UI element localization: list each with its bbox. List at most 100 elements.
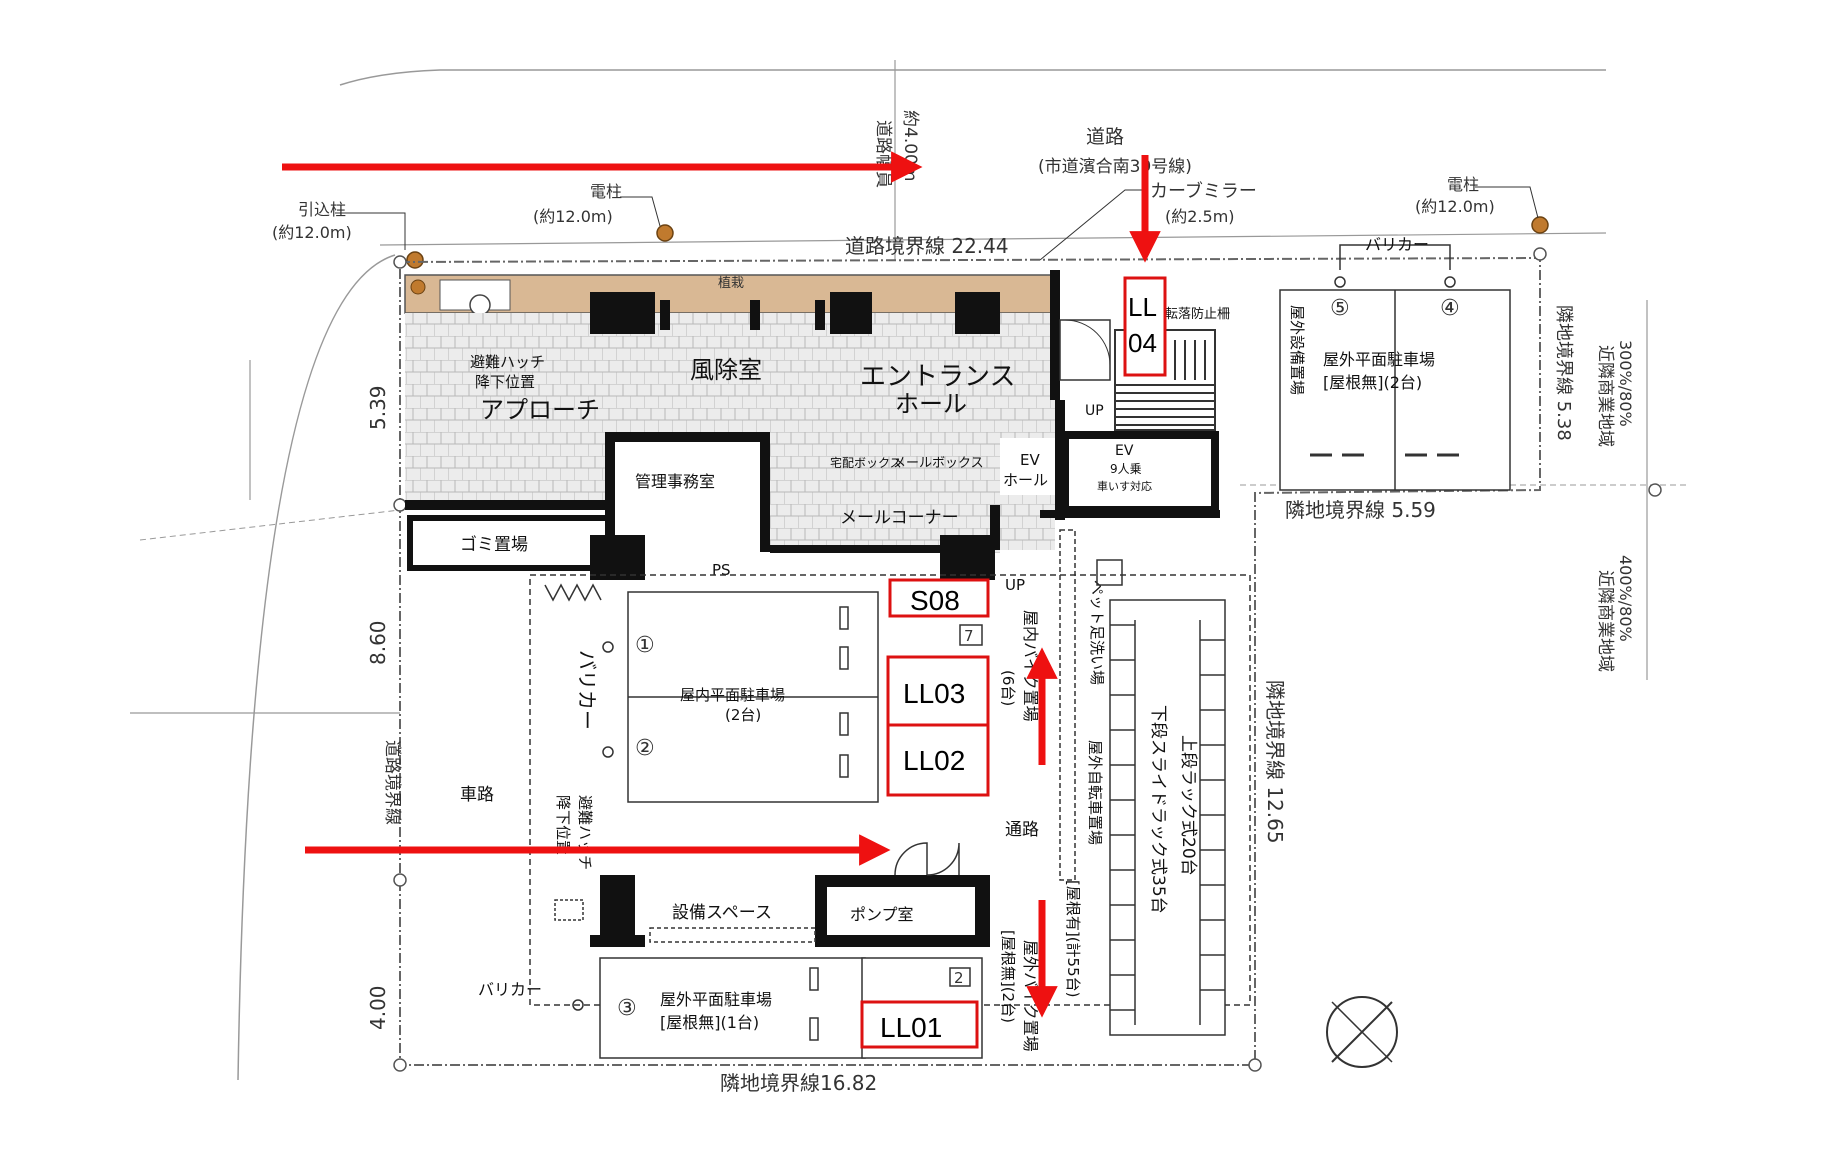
indoor-bike-count: (6台) — [999, 670, 1017, 706]
mirror-height: (約2.5m) — [1165, 207, 1235, 226]
outdoor-facilities-label: 屋外設備置場 — [1288, 305, 1306, 395]
outdoor-parking-top-label: 屋外平面駐車場 — [1323, 350, 1435, 369]
bollard-label-bottom: バリカー — [478, 980, 542, 999]
marker-ll02-box — [886, 723, 990, 797]
outdoor-parking-top-label-2: [屋根無](2台) — [1323, 373, 1422, 392]
spot-number-4: ④ — [1440, 296, 1460, 321]
ev-label: EV — [1115, 443, 1134, 459]
left-dim-top: 5.39 — [366, 385, 390, 430]
marker-ll01-box — [860, 1000, 979, 1049]
road-width-label: 道路幅員 — [873, 120, 893, 188]
spot-number-1: ① — [635, 633, 655, 658]
ev-label-2: 9人乗 — [1110, 462, 1142, 476]
marker-labels: LL 04 S08 LL03 LL02 LL01 — [880, 292, 1157, 1043]
pole-mid-icon — [656, 224, 674, 242]
step-boundary-label: 隣地境界線 5.59 — [1285, 498, 1436, 522]
small-number-2: 2 — [954, 969, 964, 987]
equipment-label: 設備スペース — [672, 903, 772, 923]
left-boundary-label: 道路境界線 — [382, 740, 402, 825]
indoor-bike-label: 屋内バイク置場 — [1021, 610, 1040, 722]
indoor-parking-count: (2台) — [725, 706, 761, 724]
outdoor-parking-bottom-label-2: [屋根無](1台) — [660, 1013, 759, 1032]
approach-label: アプローチ — [480, 396, 600, 424]
outdoor-parking-bottom-label: 屋外平面駐車場 — [660, 990, 772, 1009]
pole-left-icon — [406, 251, 424, 269]
pet-wash-label: ペット足洗い場 — [1088, 580, 1106, 685]
planting-strip: 植栽 — [404, 274, 1056, 316]
spot-number-2: ② — [635, 736, 655, 761]
marker-ll01: LL01 — [880, 1012, 942, 1043]
road-title: 道路 — [1086, 126, 1124, 148]
windbreak-label: 風除室 — [690, 356, 762, 384]
entrance-label: エントランス — [860, 362, 1015, 392]
outdoor-bike-label-2: [屋根無](2台) — [999, 930, 1017, 1023]
ev-label-3: 車いす対応 — [1097, 479, 1152, 493]
bicycle-label: 屋外自転車置場 — [1086, 740, 1104, 845]
zoning-upper-ratio: 300%/80% — [1616, 340, 1635, 427]
delivery-box-label: 宅配ボックス — [830, 455, 902, 470]
pole-left-height: (約12.0m) — [272, 223, 352, 242]
tiled-floor — [405, 313, 1055, 553]
road-width-value: 約4.00m — [900, 110, 920, 181]
road-subtitle: (市道濱合南39号線) — [1038, 157, 1192, 177]
pole-right-height: (約12.0m) — [1415, 197, 1495, 216]
bollard-label-top: バリカー — [1365, 235, 1429, 254]
room-labels: 避難ハッチ 降下位置 アプローチ 風除室 エントランス ホール 管理事務室 ゴミ… — [460, 353, 1152, 594]
fall-guard-label: 転落防止柵 — [1165, 306, 1230, 322]
marker-ll04-line1: LL — [1128, 292, 1157, 322]
zoning-upper: 近隣商業地域 — [1595, 345, 1615, 447]
rack-bottom-label: 下段スライドラック式35台 — [1148, 705, 1168, 914]
marker-ll04-box — [1123, 276, 1167, 377]
pole-mid-name: 電柱 — [590, 182, 622, 201]
left-dim-mid: 8.60 — [366, 620, 390, 665]
marker-ll04-line2: 04 — [1128, 328, 1157, 358]
escape-hatch-lower-2: 降下位置 — [554, 795, 572, 855]
escape-hatch-label: 避難ハッチ — [470, 353, 545, 371]
utility-poles: 引込柱 (約12.0m) 電柱 (約12.0m) 電柱 (約12.0m) カーブ… — [272, 175, 1549, 269]
marker-ll02: LL02 — [903, 745, 965, 776]
zoning-lower-ratio: 400%/80% — [1616, 555, 1635, 642]
escape-hatch-label-2: 降下位置 — [475, 373, 535, 391]
highlight-markers — [860, 276, 1167, 1049]
escape-hatch-lower: 避難ハッチ — [576, 795, 594, 870]
rack-top-label: 上段ラック式20台 — [1178, 735, 1198, 876]
marker-s08: S08 — [910, 585, 960, 616]
ps-label: PS — [712, 561, 731, 579]
far-right-boundary-label: 隣地境界線 5.38 — [1553, 305, 1574, 441]
indoor-parking-label: 屋内平面駐車場 — [680, 686, 785, 704]
pump-label: ポンプ室 — [850, 905, 914, 924]
small-number-7: 7 — [964, 627, 974, 645]
bottom-boundary-label: 隣地境界線16.82 — [720, 1071, 877, 1095]
stair-up-label: UP — [1085, 403, 1104, 419]
bollard-label-left: バリカー — [575, 650, 599, 730]
pole-left-name: 引込柱 — [298, 200, 346, 219]
road-boundary-label: 道路境界線 22.44 — [845, 234, 1009, 258]
mail-corner-label: メールコーナー — [840, 508, 959, 528]
passage-label: 通路 — [1005, 820, 1039, 840]
site-boundary: 道路境界線 22.44 道路境界線 5.39 8.60 4.00 隣地境界線16… — [366, 234, 1662, 1095]
up-label: UP — [1005, 576, 1025, 594]
outdoor-parking-top: バリカー ⑤ ④ 屋外平面駐車場 [屋根無](2台) 屋外設備置場 — [1279, 235, 1511, 491]
red-arrows — [282, 151, 1161, 1018]
outdoor-bike-label: 屋外バイク置場 — [1021, 940, 1040, 1052]
garbage-label: ゴミ置場 — [460, 534, 528, 555]
stairs: 転落防止柵 UP — [1059, 306, 1230, 431]
pole-mid-height: (約12.0m) — [533, 207, 613, 226]
spot-number-5: ⑤ — [1330, 296, 1350, 321]
marker-ll03: LL03 — [903, 678, 965, 709]
right-boundary-label: 隣地境界線 12.65 — [1263, 680, 1287, 844]
marker-ll03-box — [886, 655, 990, 729]
building-walls — [405, 270, 1220, 947]
ev-hall-label: EV — [1020, 451, 1040, 469]
spot-number-3: ③ — [617, 996, 637, 1021]
north-arrow-icon — [1326, 996, 1398, 1068]
pole-right-icon — [1531, 216, 1549, 234]
bicycle-label-2: [屋根有](計55台) — [1064, 880, 1082, 998]
mirror-name: カーブミラー — [1150, 180, 1257, 202]
ev-hall-label-2: ホール — [1003, 471, 1048, 489]
roadway-label: 車路 — [460, 785, 494, 805]
planting-label: 植栽 — [718, 275, 744, 291]
bicycle-parking: 上段ラック式20台 下段スライドラック式35台 屋外自転車置場 [屋根有](計5… — [1064, 599, 1226, 1036]
pole-right-name: 電柱 — [1447, 175, 1479, 194]
